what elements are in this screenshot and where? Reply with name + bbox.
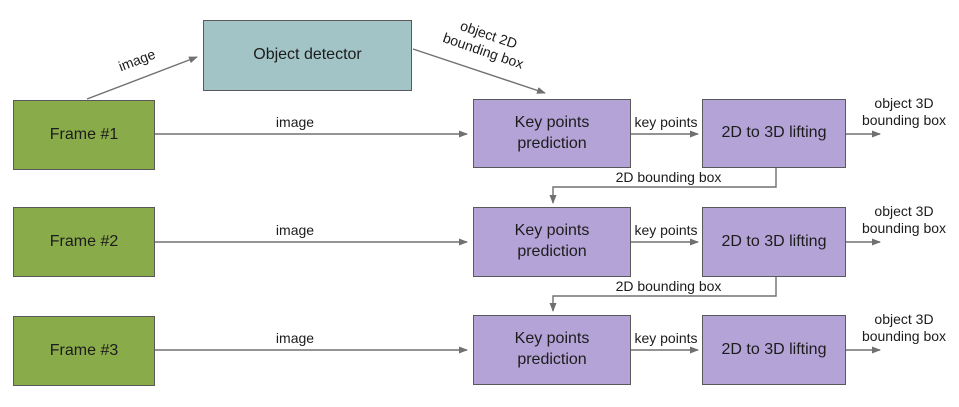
edge-label-2d-bbox-2: 2D bounding box (615, 278, 722, 294)
frame-3-label: Frame #3 (49, 341, 119, 359)
connector-bbox-row2-to-row3 (549, 277, 777, 312)
object-detector-box: Object detector (203, 20, 412, 91)
connector-bbox-row1-to-row2 (549, 168, 777, 204)
keypoints-prediction-box-3: Key points prediction (473, 315, 631, 385)
keypoints-prediction-label-3: Key points prediction (514, 330, 590, 368)
frame-1-label: Frame #1 (49, 125, 119, 143)
lifting-box-1: 2D to 3D lifting (702, 99, 846, 168)
keypoints-prediction-box-2: Key points prediction (473, 207, 631, 277)
edge-label-object-3d-bbox-row1: object 3D bounding box (861, 95, 947, 128)
frame-2-label: Frame #2 (49, 232, 119, 250)
keypoints-prediction-label-1: Key points prediction (514, 113, 590, 152)
object-detector-label: Object detector (253, 46, 362, 64)
arrow-detector-to-keypoints1 (412, 48, 546, 94)
edge-label-image-row2: image (275, 222, 315, 238)
frame-2-box: Frame #2 (13, 207, 155, 277)
edge-label-2d-bbox-1: 2D bounding box (615, 169, 722, 185)
edge-label-image-row1: image (275, 114, 315, 130)
lifting-box-2: 2D to 3D lifting (702, 207, 846, 277)
edge-label-keypoints-row3: key points (634, 330, 698, 346)
lifting-label-3: 2D to 3D lifting (721, 340, 827, 358)
lifting-label-1: 2D to 3D lifting (721, 124, 827, 142)
edge-label-image-row3: image (275, 330, 315, 346)
keypoints-prediction-box-1: Key points prediction (473, 99, 631, 168)
frame-1-box: Frame #1 (13, 100, 155, 170)
arrow-frame1-to-detector (86, 56, 198, 100)
edge-label-keypoints-row2: key points (634, 222, 698, 238)
lifting-label-2: 2D to 3D lifting (721, 232, 827, 250)
lifting-box-3: 2D to 3D lifting (702, 315, 846, 385)
frame-3-box: Frame #3 (13, 316, 155, 386)
edge-label-object-3d-bbox-row3: object 3D bounding box (861, 311, 947, 344)
keypoints-prediction-label-2: Key points prediction (514, 222, 590, 260)
edge-label-object-3d-bbox-row2: object 3D bounding box (861, 203, 947, 236)
edge-label-keypoints-row1: key points (634, 114, 698, 130)
